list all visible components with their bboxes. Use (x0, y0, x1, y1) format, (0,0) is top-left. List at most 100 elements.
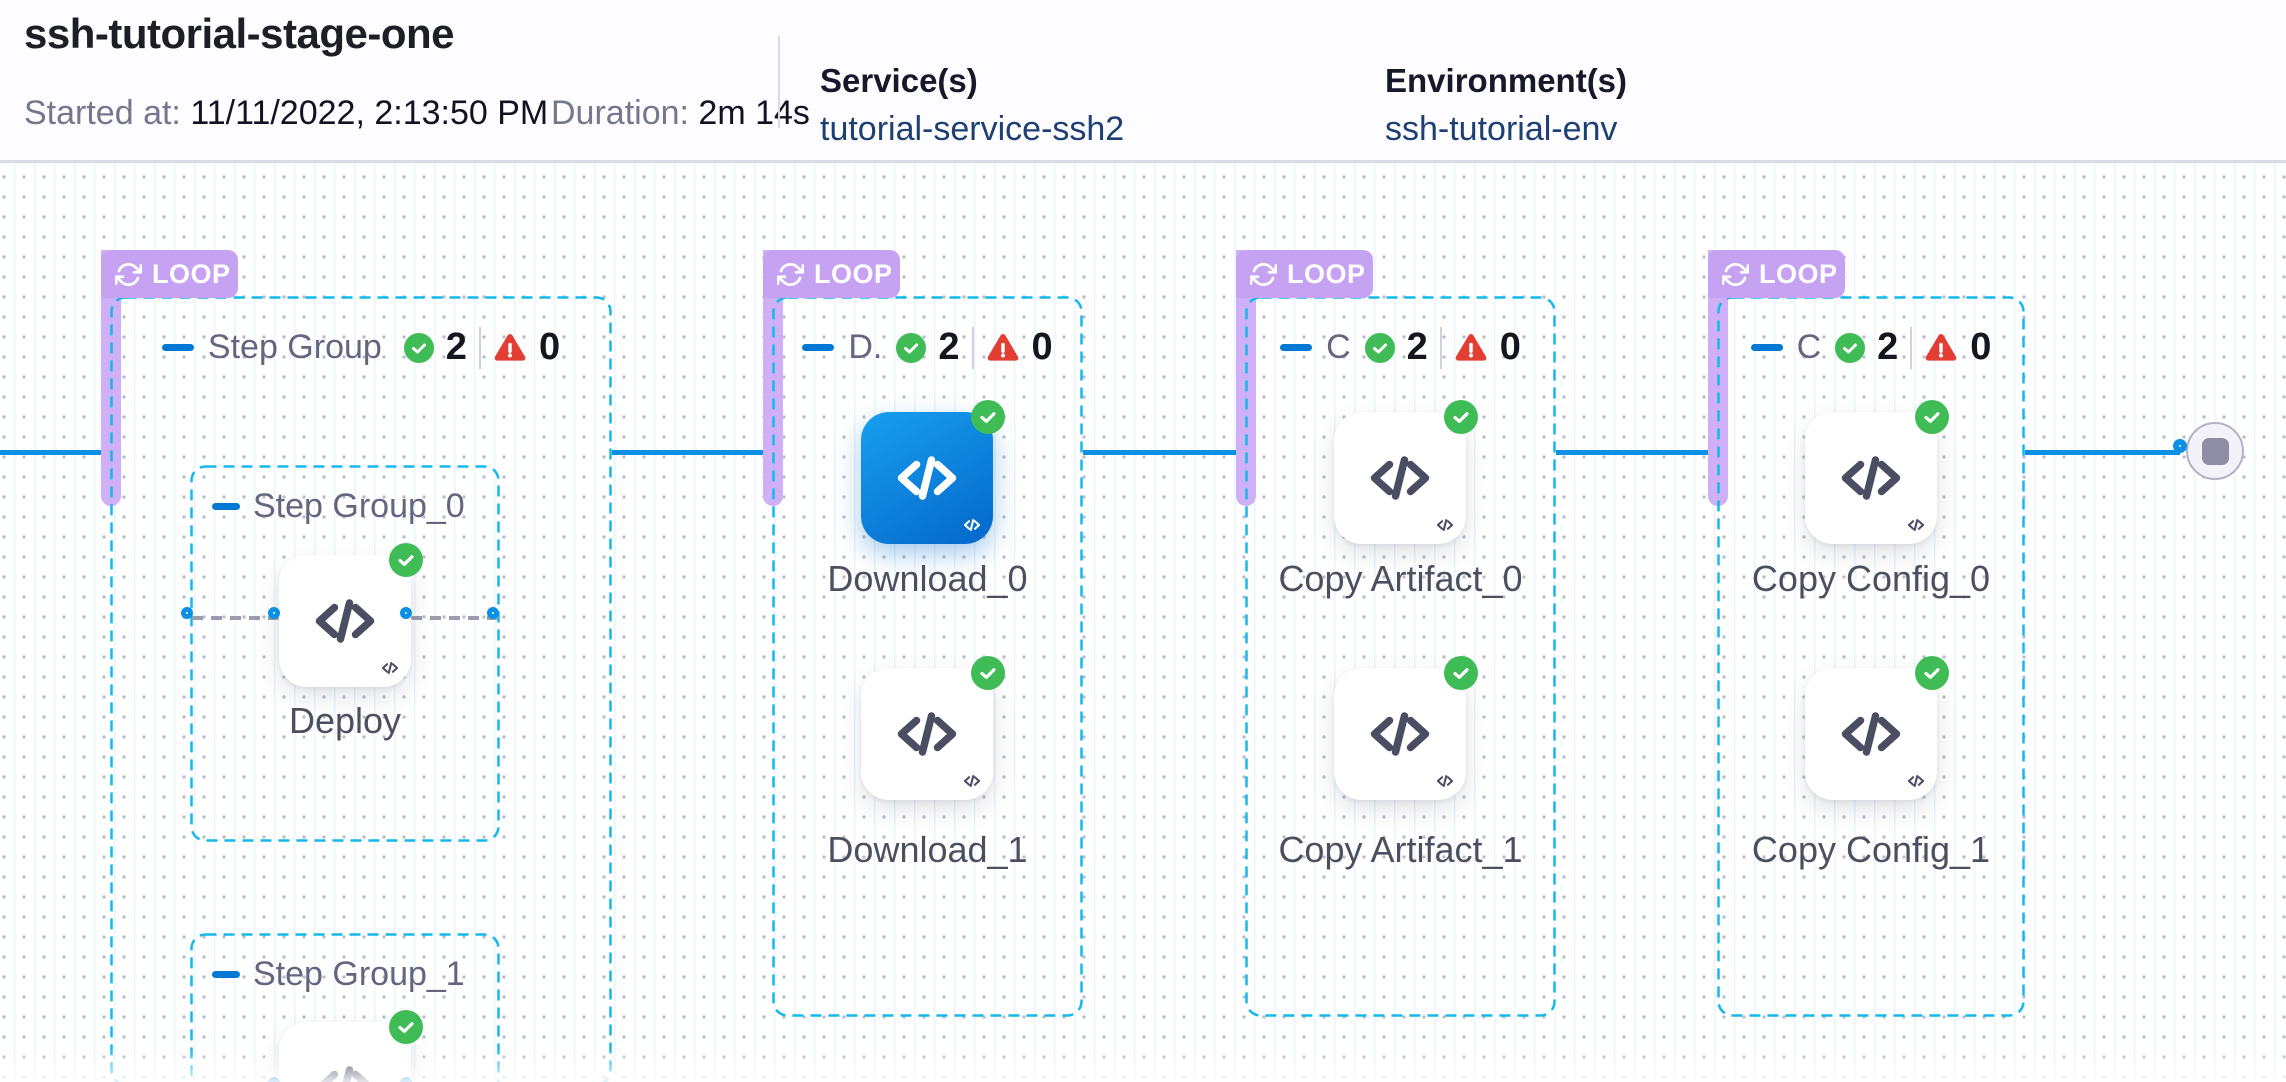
code-icon-small (1436, 774, 1454, 788)
duration-label: Duration: (551, 94, 689, 132)
loop-group-copy-artifact: C 2 0 (1245, 296, 1556, 1017)
collapse-icon[interactable] (161, 344, 194, 351)
execution-header: ssh-tutorial-stage-one Started at: 11/11… (0, 0, 2286, 163)
status-cluster: 2 0 (896, 326, 1053, 369)
code-icon (891, 698, 963, 770)
group-label: Step Group_0 (253, 487, 465, 525)
success-icon (1835, 332, 1866, 363)
connector-line (1083, 450, 1245, 455)
success-badge-icon (1915, 656, 1949, 690)
loop-icon (777, 262, 804, 286)
success-badge-icon (389, 1010, 423, 1044)
node-label[interactable]: Copy Config_0 (1751, 558, 1991, 599)
code-icon-small (1436, 518, 1454, 532)
node-label[interactable]: Download_1 (827, 829, 1028, 870)
stage-title: ssh-tutorial-stage-one (24, 10, 455, 57)
failed-icon (493, 332, 527, 364)
pipeline-canvas: Step Group 2 0 Step Group_0 (0, 163, 2286, 1082)
step-node-partial[interactable] (279, 1010, 423, 1082)
loop-badge[interactable]: LOOP (101, 250, 238, 298)
success-badge-icon (971, 656, 1005, 690)
environment-link[interactable]: ssh-tutorial-env (1385, 110, 1618, 148)
loop-icon (115, 262, 142, 286)
code-icon (309, 1052, 381, 1082)
environments-label: Environment(s) (1385, 62, 1628, 99)
cluster-divider (1439, 326, 1442, 369)
step-node-copy-config-0[interactable] (1805, 400, 1949, 544)
success-count: 2 (1406, 326, 1428, 368)
code-icon (309, 585, 381, 657)
node-label[interactable]: Copy Artifact_0 (1278, 558, 1523, 599)
connector-line (0, 450, 110, 455)
node-label[interactable]: Deploy (288, 700, 402, 741)
node-label[interactable]: Copy Config_1 (1751, 829, 1991, 870)
code-icon-small (381, 661, 399, 675)
connector-line (2025, 450, 2180, 455)
group-dashed-border (190, 465, 500, 842)
group-dashed-border (772, 296, 1083, 1017)
collapse-icon[interactable] (802, 344, 835, 351)
code-icon-small (963, 518, 981, 532)
group-header: Step Group_1 (212, 955, 465, 994)
group-header: C 2 0 (1717, 326, 2025, 369)
collapse-icon[interactable] (1280, 344, 1313, 351)
step-node-copy-config-1[interactable] (1805, 656, 1949, 800)
status-cluster: 2 0 (1835, 326, 1991, 369)
loop-bar (1236, 250, 1256, 506)
loop-group-step-group: Step Group 2 0 Step Group_0 (110, 296, 612, 1082)
code-icon (1835, 698, 1907, 770)
failed-count: 0 (1970, 326, 1992, 368)
group-label: C (1326, 328, 1351, 366)
group-label: D. (848, 328, 883, 366)
group-label: C (1796, 328, 1822, 366)
step-node-deploy[interactable] (279, 543, 423, 687)
failed-count: 0 (1499, 326, 1521, 368)
node-label[interactable]: Download_0 (827, 558, 1028, 599)
group-header: D. 2 0 (772, 326, 1083, 369)
loop-badge[interactable]: LOOP (1236, 250, 1373, 298)
step-node-download-1[interactable] (861, 656, 1005, 800)
connector-port (400, 1077, 412, 1082)
loop-badge-label: LOOP (1287, 258, 1366, 289)
success-badge-icon (971, 400, 1005, 434)
loop-icon (1722, 262, 1749, 286)
collapse-icon[interactable] (1750, 344, 1783, 351)
loop-badge-label: LOOP (152, 258, 231, 289)
success-icon (403, 332, 434, 363)
loop-bar (101, 250, 121, 506)
connector-port (487, 607, 499, 619)
loop-icon (1250, 262, 1277, 286)
code-icon-small (1907, 774, 1925, 788)
failed-count: 0 (538, 326, 561, 368)
duration: Duration: 2m 14s (551, 94, 810, 133)
node-connector-dashed (192, 616, 279, 620)
collapse-icon[interactable] (212, 971, 240, 978)
node-label[interactable]: Copy Artifact_1 (1278, 829, 1523, 870)
group-label: Step Group (207, 328, 382, 366)
loop-badge[interactable]: LOOP (763, 250, 900, 298)
code-icon (1364, 698, 1436, 770)
loop-badge[interactable]: LOOP (1708, 250, 1845, 298)
loop-bar (763, 250, 783, 506)
header-divider (778, 36, 780, 128)
cluster-divider (971, 326, 974, 369)
group-header: Step Group 2 0 (110, 326, 612, 369)
code-icon (891, 442, 963, 514)
node-connector-dashed (411, 616, 498, 620)
group-dashed-border (1717, 296, 2025, 1017)
step-node-download-0[interactable] (861, 400, 1005, 544)
group-label: Step Group_1 (253, 955, 465, 993)
failed-icon (986, 332, 1020, 364)
success-badge-icon (389, 543, 423, 577)
step-node-copy-artifact-1[interactable] (1334, 656, 1478, 800)
stage-end-node[interactable] (2186, 422, 2244, 480)
success-count: 2 (445, 326, 467, 368)
collapse-icon[interactable] (212, 503, 240, 510)
connector-line (612, 450, 772, 455)
service-link[interactable]: tutorial-service-ssh2 (820, 110, 1125, 148)
status-cluster: 2 0 (1364, 326, 1521, 369)
success-badge-icon (1444, 400, 1478, 434)
step-node-copy-artifact-0[interactable] (1334, 400, 1478, 544)
connector-port (400, 607, 412, 619)
services-block: Service(s) tutorial-service-ssh2 (820, 62, 1124, 149)
